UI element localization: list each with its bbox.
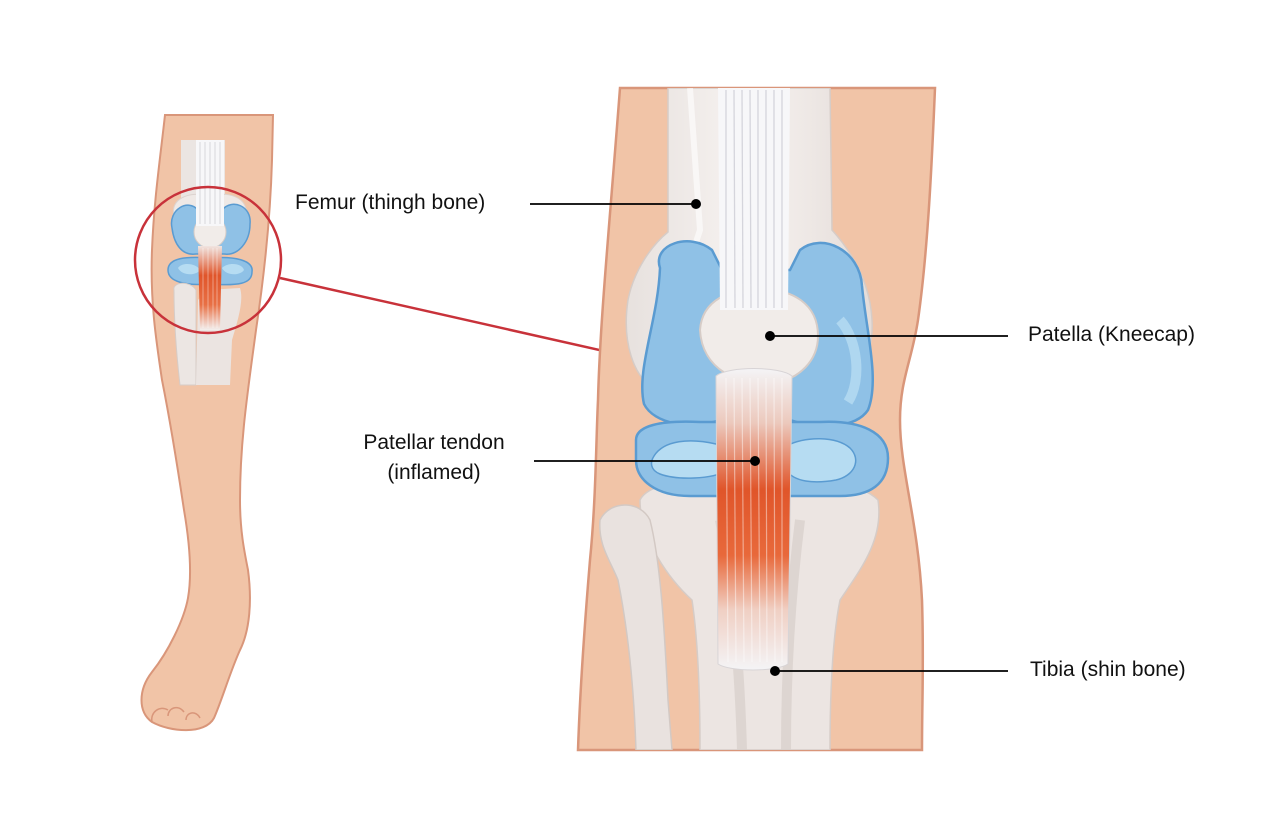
leader-lines — [530, 199, 1008, 676]
label-patellar-tendon-line2: (inflamed) — [387, 461, 481, 484]
patellar-tendon — [715, 368, 793, 671]
femur-dot — [691, 199, 701, 209]
label-patellar-tendon-line1: Patellar tendon — [363, 431, 505, 454]
quadriceps-tendon — [718, 88, 790, 310]
fibula-bone — [599, 504, 673, 750]
label-tibia: Tibia (shin bone) — [1030, 658, 1186, 681]
patella-dot — [765, 331, 775, 341]
tendon-dot — [750, 456, 760, 466]
label-femur: Femur (thingh bone) — [295, 191, 486, 214]
label-patella: Patella (Kneecap) — [1028, 323, 1195, 346]
knee-closeup-illustration — [576, 86, 937, 752]
tibia-dot — [770, 666, 780, 676]
label-patellar-tendon: Patellar tendon (inflamed) — [340, 428, 528, 488]
leg-overview-illustration — [140, 114, 275, 732]
foot-toes — [151, 706, 201, 723]
